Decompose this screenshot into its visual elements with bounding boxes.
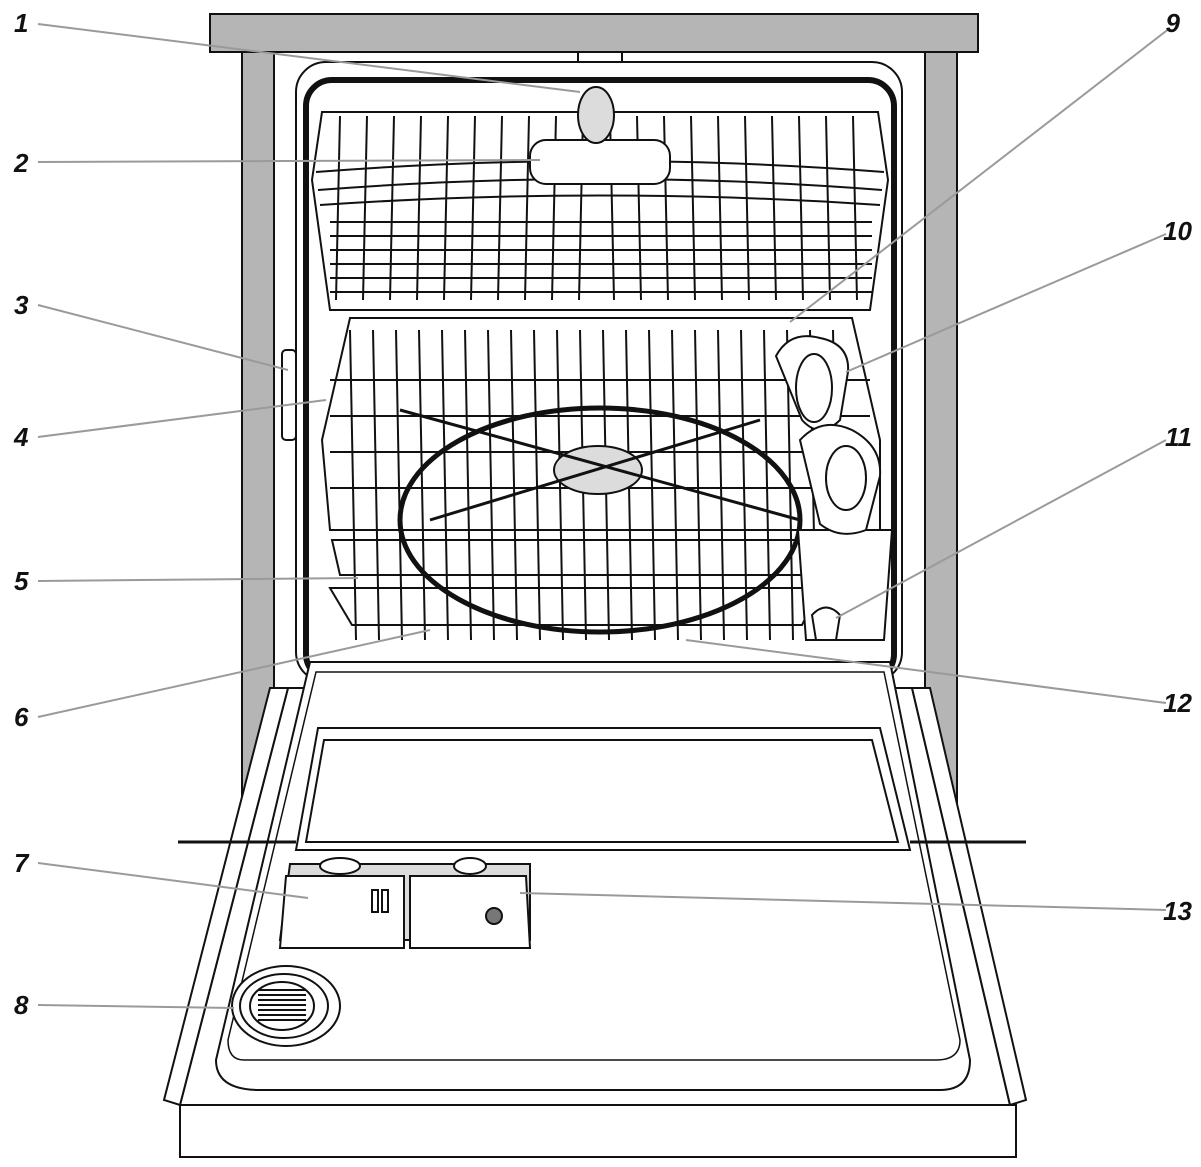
leader-line-1 — [37, 23, 581, 93]
upper-rack-bar — [524, 115, 530, 301]
leader-line-7 — [37, 862, 309, 899]
leader-line-2 — [37, 159, 541, 163]
leader-line-10 — [845, 233, 1167, 373]
callout-number-5: 5 — [14, 566, 29, 596]
lower-rack-tine — [349, 329, 357, 641]
leader-line-12 — [685, 639, 1167, 704]
lower-rack-tine — [533, 329, 541, 641]
upper-rack-bar — [690, 115, 696, 301]
left-side-panel — [241, 51, 275, 843]
vent — [231, 965, 341, 1047]
callout-number-12: 12 — [1163, 688, 1192, 718]
lower-rack-tine — [372, 329, 380, 641]
dispenser-housing — [278, 857, 532, 949]
leader-line-11 — [835, 439, 1167, 619]
lower-rack-tine — [648, 329, 656, 641]
lower-rack-tine — [556, 329, 564, 641]
door-side-right — [910, 687, 1028, 1107]
lower-rack-tine — [418, 329, 426, 641]
lower-rack-tine — [487, 329, 495, 641]
callout-number-10: 10 — [1163, 216, 1192, 246]
leader-line-8 — [37, 1004, 235, 1009]
callout-number-2: 2 — [13, 148, 29, 178]
leader-line-13 — [519, 892, 1167, 911]
vent-notch — [577, 51, 623, 63]
rinse-aid-dispenser — [409, 875, 532, 949]
callout-number-6: 6 — [14, 702, 29, 732]
callout-number-9: 9 — [1166, 8, 1181, 38]
callout-number-11: 11 — [1165, 422, 1192, 452]
door-recess-inner — [304, 739, 900, 843]
leader-line-9 — [789, 27, 1171, 323]
upper-rack-bar — [362, 115, 368, 301]
callout-number-3: 3 — [14, 290, 29, 320]
upper-rack-bar — [470, 115, 476, 301]
callout-number-4: 4 — [13, 422, 29, 452]
upper-rack-bar — [852, 115, 858, 301]
lower-rack-tine — [510, 329, 518, 641]
door-latch — [281, 349, 297, 441]
door-liner — [227, 671, 961, 1061]
spray-arm-blade — [399, 408, 801, 522]
upper-rack-bar — [389, 115, 395, 301]
countertop — [209, 13, 979, 53]
upper-rack-bar — [443, 115, 449, 301]
upper-rack-bar — [717, 115, 723, 301]
upper-rack-bar — [497, 115, 503, 301]
leader-line-4 — [37, 399, 327, 438]
callout-number-7: 7 — [14, 848, 30, 878]
leader-line-6 — [37, 629, 431, 718]
upper-rack-bar — [798, 115, 804, 301]
upper-rack-handle — [529, 139, 671, 185]
lower-rack-tine — [740, 329, 748, 641]
upper-rack-bar — [335, 115, 341, 301]
door-recess — [294, 727, 912, 851]
upper-rack-bar — [771, 115, 777, 301]
leader-line-5 — [37, 577, 359, 582]
callout-number-8: 8 — [14, 990, 29, 1020]
upper-rack-bar — [744, 115, 750, 301]
overfill-float — [810, 606, 842, 641]
upper-spray-arm — [577, 86, 615, 144]
callout-number-1: 1 — [14, 8, 28, 38]
lower-rack-tine — [763, 329, 771, 641]
lower-rack-tine — [717, 329, 725, 641]
leader-line-3 — [37, 304, 289, 371]
door-bottom-trim — [179, 1104, 1017, 1158]
upper-rack-bar — [416, 115, 422, 301]
callout-number-13: 13 — [1163, 896, 1192, 926]
upper-rack-bar — [825, 115, 831, 301]
lower-rack-tine — [441, 329, 449, 641]
lower-rack-tine — [694, 329, 702, 641]
spray-arm-blade-2 — [429, 418, 761, 522]
lower-rack-tine — [464, 329, 472, 641]
lower-rack-tine — [395, 329, 403, 641]
